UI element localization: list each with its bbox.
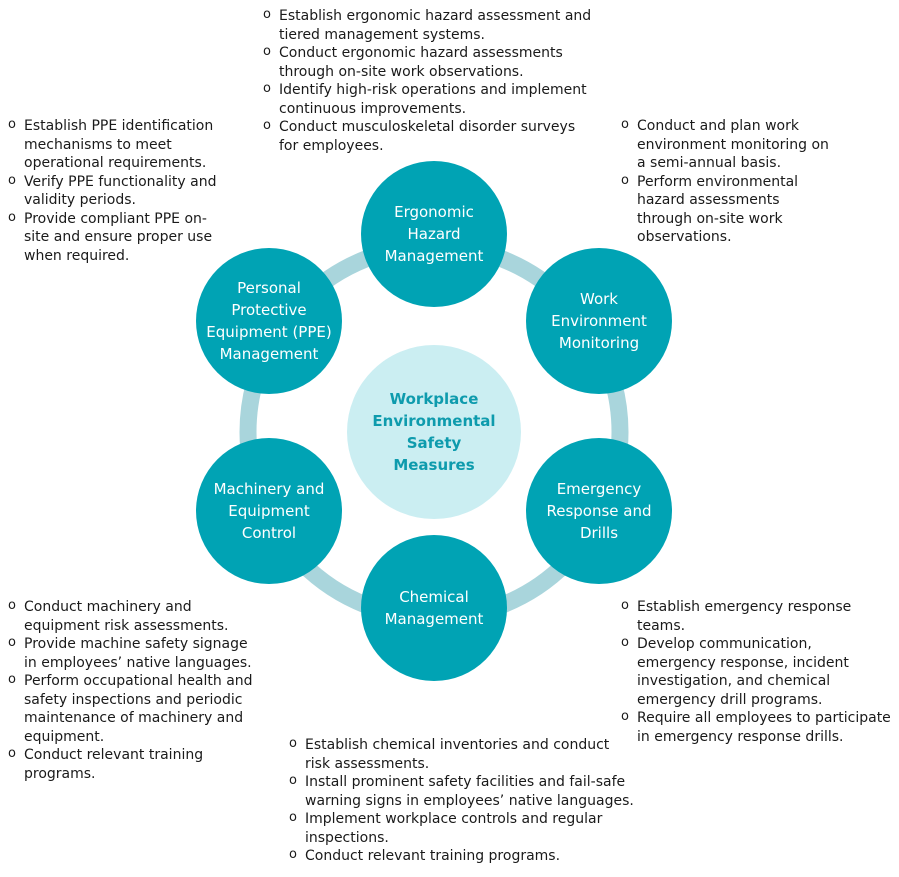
node-chemical-management: Chemical Management [361, 535, 507, 681]
central-topic-label: Workplace Environmental Safety Measures [372, 390, 496, 474]
node-label: Personal Protective Equipment (PPE) Mana… [206, 279, 332, 363]
node-label: Emergency Response and Drills [546, 480, 652, 542]
list-item: Install prominent safety facilities and … [289, 772, 634, 810]
list-item: Conduct and plan work environment monito… [621, 116, 836, 173]
chemical-measures-list: Establish chemical inventories and condu… [289, 735, 634, 866]
list-item: Establish chemical inventories and condu… [289, 735, 634, 773]
node-ppe-management: Personal Protective Equipment (PPE) Mana… [196, 248, 342, 394]
list-item: Establish PPE identification mechanisms … [8, 116, 218, 173]
list-item: Require all employees to participate in … [621, 708, 891, 746]
list-item: Provide compliant PPE on-site and ensure… [8, 209, 218, 266]
central-topic: Workplace Environmental Safety Measures [347, 345, 521, 519]
list-item: Establish ergonomic hazard assessment an… [263, 6, 593, 44]
node-ergonomic-hazard-management: Ergonomic Hazard Management [361, 161, 507, 307]
machinery-measures-list: Conduct machinery and equipment risk ass… [8, 597, 263, 783]
list-item: Conduct musculoskeletal disorder surveys… [263, 117, 593, 155]
list-item: Identify high-risk operations and implem… [263, 80, 593, 118]
node-label: Work Environment Monitoring [551, 290, 647, 352]
ppe-measures-list: Establish PPE identification mechanisms … [8, 116, 218, 266]
list-item: Develop communication, emergency respons… [621, 634, 891, 709]
list-item: Perform environmental hazard assessments… [621, 172, 836, 247]
list-item: Conduct relevant training programs. [289, 846, 634, 866]
list-item: Perform occupational health and safety i… [8, 671, 263, 746]
node-label: Chemical Management [384, 588, 484, 628]
emergency-measures-list: Establish emergency response teams. Deve… [621, 597, 891, 746]
node-emergency-response-drills: Emergency Response and Drills [526, 438, 672, 584]
list-item: Conduct relevant training programs. [8, 745, 263, 783]
list-item: Establish emergency response teams. [621, 597, 891, 635]
list-item: Provide machine safety signage in employ… [8, 634, 263, 672]
node-work-environment-monitoring: Work Environment Monitoring [526, 248, 672, 394]
list-item: Conduct machinery and equipment risk ass… [8, 597, 263, 635]
node-label: Machinery and Equipment Control [213, 480, 325, 542]
node-machinery-equipment-control: Machinery and Equipment Control [196, 438, 342, 584]
list-item: Verify PPE functionality and validity pe… [8, 172, 218, 210]
node-label: Ergonomic Hazard Management [384, 203, 484, 265]
work-environment-measures-list: Conduct and plan work environment monito… [621, 116, 836, 247]
ergonomic-measures-list: Establish ergonomic hazard assessment an… [263, 6, 593, 155]
list-item: Implement workplace controls and regular… [289, 809, 634, 847]
list-item: Conduct ergonomic hazard assessments thr… [263, 43, 593, 81]
